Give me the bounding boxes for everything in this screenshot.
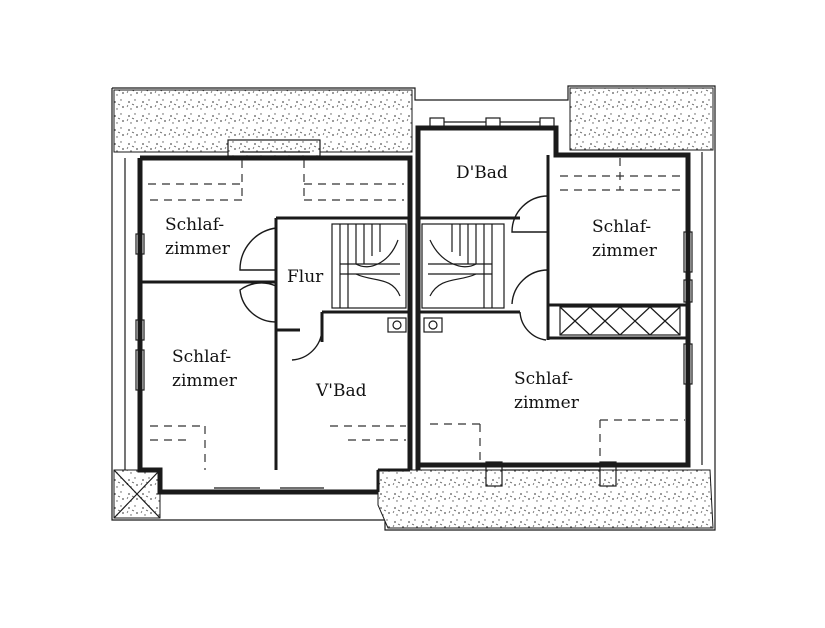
label-schlafzimmer-top-right: Schlaf- zimmer xyxy=(592,217,658,261)
right-interior-walls xyxy=(418,155,688,340)
wardrobe xyxy=(559,306,681,336)
staircase-left xyxy=(331,223,407,309)
left-unit-walls xyxy=(137,155,413,495)
left-interior-walls xyxy=(140,216,410,470)
label-flur: Flur xyxy=(287,267,324,287)
label-schlafzimmer-bottom-left: Schlaf- zimmer xyxy=(172,347,238,391)
label-vbad: V'Bad xyxy=(315,381,367,401)
chimneys xyxy=(387,317,443,333)
roof-hatching xyxy=(113,87,714,529)
label-schlafzimmer-top-left: Schlaf- zimmer xyxy=(165,215,231,259)
staircase-right xyxy=(421,223,505,309)
label-dbad: D'Bad xyxy=(456,163,508,183)
windows xyxy=(135,117,693,489)
room-labels: Schlaf- zimmer Flur Schlaf- zimmer V'Bad… xyxy=(165,163,658,413)
right-unit-walls xyxy=(415,125,691,470)
label-schlafzimmer-bottom-right: Schlaf- zimmer xyxy=(514,369,580,413)
roof-outline xyxy=(111,85,716,531)
doors xyxy=(239,195,549,361)
slope-lines xyxy=(148,158,685,470)
